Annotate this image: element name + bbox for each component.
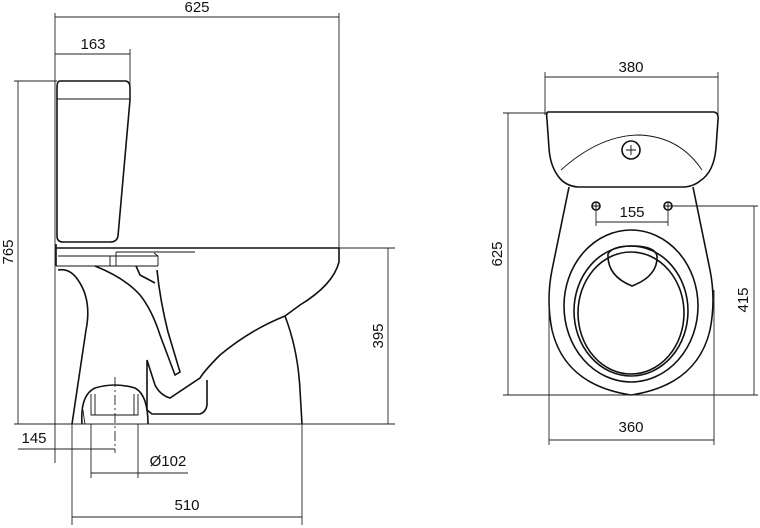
dim-625: 625 <box>54 0 340 463</box>
bowl-rim <box>55 244 340 317</box>
rim-join <box>109 252 159 266</box>
dim-label: 163 <box>80 36 105 53</box>
cistern-arch <box>560 134 703 171</box>
bowl-underside <box>146 315 286 415</box>
dim-163: 163 <box>55 36 131 100</box>
cistern-side <box>56 80 131 243</box>
dim-625-top: 625 <box>489 112 631 396</box>
dim-label: 155 <box>619 204 644 221</box>
dim-510: 510 <box>71 424 303 525</box>
side-view: 625 163 765 395 145 Ø102 510 <box>0 0 395 525</box>
dim-outlet-diameter: Ø102 <box>90 424 188 478</box>
dim-765: 765 <box>0 80 57 424</box>
dim-415: 415 <box>631 205 758 396</box>
dim-label: Ø102 <box>150 453 187 470</box>
seat-outer <box>563 229 699 383</box>
dim-155: 155 <box>595 204 669 226</box>
dim-label: 510 <box>174 497 199 514</box>
dim-360: 360 <box>548 290 715 445</box>
dim-380: 380 <box>544 59 719 115</box>
dim-label: 625 <box>184 0 209 16</box>
water-spot <box>607 245 658 287</box>
bowl-opening <box>577 251 685 375</box>
dim-label: 625 <box>489 241 506 266</box>
dim-label: 380 <box>618 59 643 76</box>
top-view: 380 625 155 415 360 <box>489 59 758 445</box>
dim-label: 765 <box>0 239 17 264</box>
cistern-top <box>545 111 719 188</box>
dim-395: 395 <box>339 247 395 424</box>
pedestal-front <box>284 315 303 425</box>
dim-label: 395 <box>370 323 387 348</box>
dim-145: 145 <box>18 377 116 453</box>
trapway-outline <box>94 265 181 377</box>
dim-label: 415 <box>735 287 752 312</box>
outlet-pipe <box>82 394 139 425</box>
dim-label: 145 <box>21 430 46 447</box>
pedestal-outline <box>57 268 89 425</box>
seat-inner <box>573 245 689 377</box>
flush-button-plus <box>626 145 636 155</box>
flush-button-icon[interactable] <box>621 140 641 160</box>
dim-label: 360 <box>618 419 643 436</box>
